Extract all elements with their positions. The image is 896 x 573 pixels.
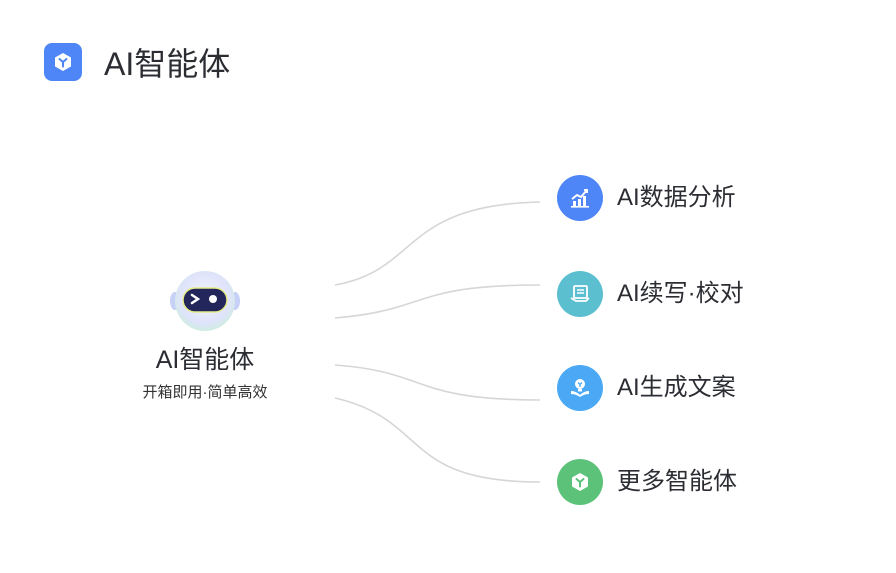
center-subtitle: 开箱即用·简单高效 (142, 384, 268, 401)
header-logo (44, 43, 82, 81)
node-label: AI生成文案 (617, 374, 736, 401)
cube-icon (55, 53, 71, 71)
node-label: 更多智能体 (617, 468, 737, 495)
chart-growth-icon (557, 175, 603, 221)
page-title: AI智能体 (104, 46, 231, 82)
node-label: AI续写·校对 (617, 280, 744, 307)
lightbulb-book-icon (557, 365, 603, 411)
robot-icon (169, 268, 241, 334)
node-more-agents[interactable]: 更多智能体 (557, 459, 737, 505)
node-ai-continue-proofread[interactable]: AI续写·校对 (557, 271, 744, 317)
link-2 (334, 284, 541, 319)
cube-icon (557, 459, 603, 505)
link-1 (334, 201, 541, 286)
document-hand-icon (557, 271, 603, 317)
node-ai-data-analysis[interactable]: AI数据分析 (557, 175, 736, 221)
link-4 (334, 397, 541, 483)
node-label: AI数据分析 (617, 184, 736, 211)
node-ai-copywriting[interactable]: AI生成文案 (557, 365, 736, 411)
link-3 (334, 364, 541, 401)
center-title: AI智能体 (155, 346, 255, 374)
